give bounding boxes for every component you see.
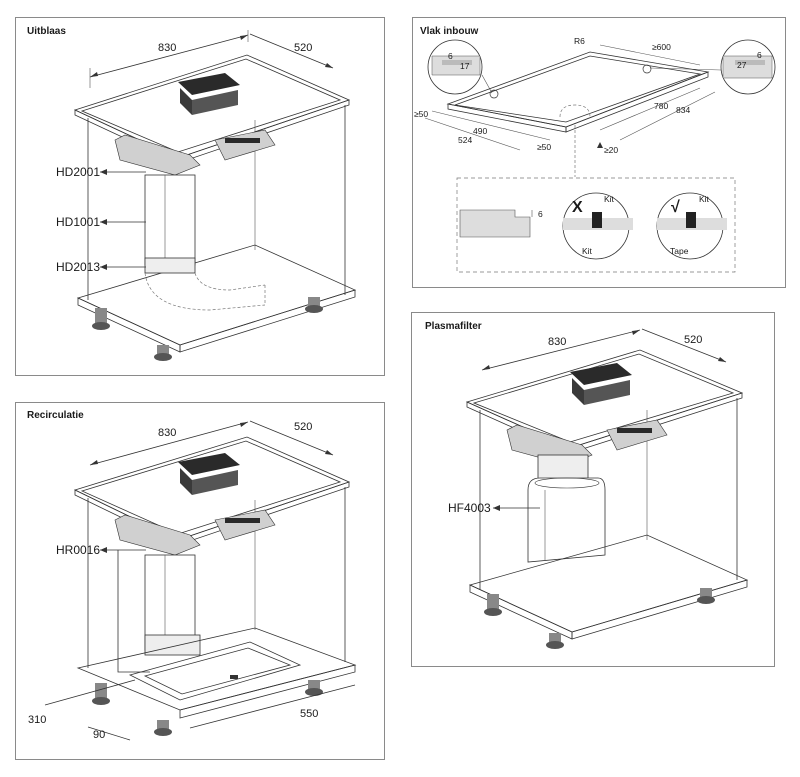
dim-834: 834 xyxy=(676,105,690,115)
dim-6-detail: 6 xyxy=(538,209,543,219)
dim-6-right: 6 xyxy=(757,50,762,60)
code-hr0016: HR0016 xyxy=(56,543,100,557)
wrong-mark: X xyxy=(572,199,583,216)
dim-ge50-left: ≥50 xyxy=(414,109,428,119)
panel-title: Recirculatie xyxy=(27,410,84,421)
label-kit-2: Kit xyxy=(582,246,593,256)
dim-width: 830 xyxy=(158,42,176,54)
code-hf4003: HF4003 xyxy=(448,501,491,515)
dim-27: 27 xyxy=(737,60,747,70)
label-tape: Tape xyxy=(670,246,689,256)
code-hd2001: HD2001 xyxy=(56,165,100,179)
dim-ge600: ≥600 xyxy=(652,42,671,52)
dim-780: 780 xyxy=(654,101,668,111)
panel-title: Vlak inbouw xyxy=(420,26,479,37)
dim-490: 490 xyxy=(473,126,487,136)
label-kit-1: Kit xyxy=(604,194,615,204)
dim-ge20: ≥20 xyxy=(604,145,618,155)
label-kit-3: Kit xyxy=(699,194,710,204)
dim-550: 550 xyxy=(300,708,318,720)
dim-310: 310 xyxy=(28,714,46,726)
dim-524: 524 xyxy=(458,135,472,145)
correct-mark: √ xyxy=(671,199,680,216)
panel-title: Uitblaas xyxy=(27,26,66,37)
panel-uitblaas: Uitblaas xyxy=(15,17,385,376)
dim-width: 830 xyxy=(548,336,566,348)
dim-90: 90 xyxy=(93,729,105,741)
dim-depth: 520 xyxy=(294,42,312,54)
dim-ge50-bottom: ≥50 xyxy=(537,142,551,152)
code-hd1001: HD1001 xyxy=(56,215,100,229)
panel-title: Plasmafilter xyxy=(425,321,482,332)
dim-width: 830 xyxy=(158,427,176,439)
code-hd2013: HD2013 xyxy=(56,260,100,274)
dim-6: 6 xyxy=(448,51,453,61)
dim-17: 17 xyxy=(460,61,470,71)
label-r6: R6 xyxy=(574,36,585,46)
dim-depth: 520 xyxy=(684,334,702,346)
dim-depth: 520 xyxy=(294,421,312,433)
